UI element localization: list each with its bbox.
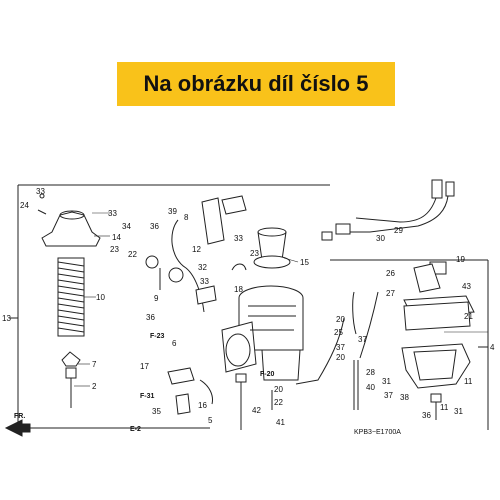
- label-35: 35: [152, 407, 161, 416]
- carburetor-body: [221, 285, 304, 381]
- label-37: 37: [358, 335, 367, 344]
- top-cover-14: [37, 193, 101, 247]
- label-42: 42: [252, 406, 261, 415]
- wiring-harness-29: [321, 179, 455, 241]
- front-label: FR.: [14, 413, 25, 420]
- label-6: 6: [172, 339, 177, 348]
- jet-needle-assembly: [61, 351, 81, 408]
- label-14: 14: [112, 233, 121, 242]
- label-26: 26: [386, 269, 395, 278]
- label-33c: 33: [200, 277, 209, 286]
- label-12: 12: [192, 245, 201, 254]
- label-16: 16: [198, 401, 207, 410]
- label-25: 25: [334, 328, 343, 337]
- label-36c: 36: [422, 411, 431, 420]
- label-40: 40: [366, 383, 375, 392]
- small-parts-bottom: [167, 367, 442, 430]
- label-33d: 33: [234, 234, 243, 243]
- label-22: 22: [128, 250, 137, 259]
- label-17: 17: [140, 362, 149, 371]
- label-2: 2: [92, 382, 97, 391]
- vacuum-piston-15: [253, 227, 291, 269]
- label-32: 32: [198, 263, 207, 272]
- leader-lines: [74, 212, 488, 387]
- hoses: [295, 291, 379, 410]
- label-9: 9: [154, 294, 159, 303]
- label-7: 7: [92, 360, 97, 369]
- label-8: 8: [184, 213, 189, 222]
- label-22b: 22: [274, 398, 283, 407]
- label-19: 19: [456, 255, 465, 264]
- diagram-code: KPB3−E1700A: [354, 429, 401, 436]
- label-11: 11: [464, 377, 473, 386]
- label-20: 20: [274, 385, 283, 394]
- label-30: 30: [376, 234, 385, 243]
- front-direction-arrow: [4, 419, 31, 437]
- ref-f31: F-31: [140, 393, 155, 400]
- banner-title: Na obrázku díl číslo 5: [143, 71, 369, 96]
- part-number-labels: 33 24 33 14 10 13 7 2 34 23 36 39 8 22 9…: [2, 187, 495, 436]
- label-31b: 31: [454, 407, 463, 416]
- label-36: 36: [150, 222, 159, 231]
- label-37b: 37: [336, 343, 345, 352]
- label-34: 34: [122, 222, 131, 231]
- label-11b: 11: [440, 403, 449, 412]
- label-5: 5: [208, 416, 213, 425]
- label-41: 41: [276, 418, 285, 427]
- float-bowl-4: [401, 261, 475, 389]
- label-29: 29: [394, 226, 403, 235]
- label-4: 4: [490, 343, 495, 352]
- label-38: 38: [400, 393, 409, 402]
- label-10: 10: [96, 293, 105, 302]
- small-parts-left: [145, 255, 247, 305]
- label-21: 21: [464, 312, 473, 321]
- label-37c: 37: [384, 391, 393, 400]
- label-27: 27: [386, 289, 395, 298]
- frame-lines: [10, 184, 489, 430]
- label-24: 24: [20, 201, 29, 210]
- label-33: 33: [36, 187, 45, 196]
- label-18: 18: [234, 285, 243, 294]
- ref-f23: F-23: [150, 333, 165, 340]
- label-43: 43: [462, 282, 471, 291]
- label-13: 13: [2, 314, 11, 323]
- ref-f20: F-20: [260, 371, 275, 378]
- label-20c: 20: [336, 353, 345, 362]
- label-23b: 23: [250, 249, 259, 258]
- label-39: 39: [168, 207, 177, 216]
- title-banner: Na obrázku díl číslo 5: [117, 62, 395, 106]
- label-20b: 20: [336, 315, 345, 324]
- label-15: 15: [300, 258, 309, 267]
- label-33b: 33: [108, 209, 117, 218]
- ref-e2: E-2: [130, 426, 141, 433]
- label-28: 28: [366, 368, 375, 377]
- label-36b: 36: [146, 313, 155, 322]
- spring-10: [57, 257, 85, 337]
- label-31: 31: [382, 377, 391, 386]
- label-23: 23: [110, 245, 119, 254]
